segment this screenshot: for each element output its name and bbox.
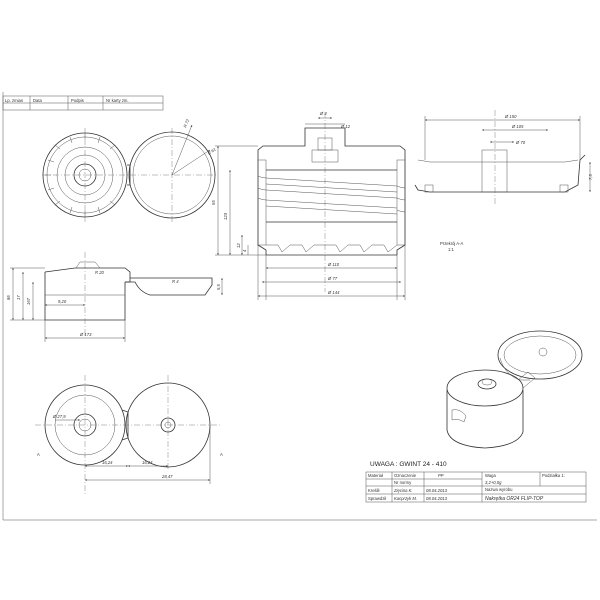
dim-d144: Ø 144: [327, 290, 340, 295]
dim-r72: R 72: [182, 118, 190, 129]
side-dim-r2: R 20: [95, 270, 105, 275]
dim-h75: 7,5: [588, 174, 593, 180]
dim-r61: R 61: [207, 147, 217, 156]
dim-h55: 55: [211, 200, 216, 205]
side-dim-h2: 17: [16, 295, 21, 300]
tb-waga-value: 3,2+0,5g: [485, 480, 502, 485]
side-dim-w1: 9,20: [58, 299, 67, 304]
tb-sprawdzil-label: Sprawdził: [368, 496, 386, 501]
tb-nr-normy-label: Nr normy: [394, 480, 412, 485]
tb-nazwa-value: Nakrętka OR24 FLIP-TOP: [485, 496, 544, 502]
dim-h12: 12: [236, 243, 241, 248]
section-mark-a-right: A: [220, 452, 223, 457]
revision-table: Lp. zmian Data Podpis Nr karty zm.: [2, 95, 164, 111]
dim-h123: 123: [223, 212, 228, 220]
bot-dim-d: Ø 27,9: [52, 414, 66, 419]
dim-d150: Ø 150: [504, 114, 517, 119]
bot-dim-w1: 16,24: [102, 460, 113, 465]
title-block: Materiał Oznaczenie PP Nr normy Waga 3,2…: [365, 471, 587, 503]
dim-d110: Ø 110: [327, 262, 340, 267]
section-label-scale: 1:1: [448, 247, 454, 252]
tb-kreslil-label: Kreślił: [368, 488, 379, 493]
dim-h4: 4: [242, 249, 247, 252]
drawing-frame: [2, 92, 597, 521]
side-dim-h3: 167: [26, 297, 31, 305]
section-label-title: Przekrój A-A: [440, 241, 463, 246]
thread-note: UWAGA : GWINT 24 - 410: [370, 461, 447, 468]
tb-sprawdzil-date: 08.04.2013: [426, 496, 448, 501]
section-mark-a-left: A: [37, 452, 40, 457]
tb-material-label: Materiał: [368, 473, 383, 478]
dim-d4: Ø 4: [319, 111, 327, 116]
side-dim-r: R 4: [172, 279, 179, 284]
tb-material-value: PP: [438, 473, 444, 478]
top-view: R 72 R 61: [42, 118, 217, 222]
side-dim-h1: 86: [6, 295, 11, 300]
bot-dim-w3: 28,47: [161, 474, 173, 479]
dim-d105: Ø 105: [511, 124, 524, 129]
side-view: 86 17 167 9,20 Ø 173 5,5 R 4 R 20: [6, 252, 223, 342]
lid-section-view: Ø 150 Ø 105 Ø 70 7,5 Przekrój A-A 1:1: [414, 110, 593, 252]
rev-header-podpis: Podpis: [71, 98, 84, 103]
tb-waga-label: Waga: [485, 473, 496, 478]
rev-header-lp: Lp. zmian: [5, 98, 24, 103]
tb-kreslil-date: 08.04.2013: [426, 488, 448, 493]
tb-sprawdzil-name: Kacprzyk M.: [394, 496, 417, 501]
dim-d70: Ø 70: [515, 140, 526, 145]
side-dim-d: Ø 173: [79, 332, 92, 337]
bot-dim-w2: 16,24: [142, 460, 153, 465]
rev-header-data: Data: [33, 98, 43, 103]
rev-header-nr-karty: Nr karty zm.: [106, 98, 129, 103]
tb-oznaczenie-label: Oznaczenie: [394, 473, 417, 478]
dim-d77: Ø 77: [327, 276, 338, 281]
tb-podzialka-label: Podziałka 1:: [542, 473, 565, 478]
isometric-view: [446, 330, 583, 449]
tb-nazwa-label: Nazwa wyrobu: [485, 487, 513, 492]
bottom-view: A A Ø 27,9 16,24 16,24 28,47: [35, 375, 223, 495]
tb-kreslil-name: Zięcina K.: [393, 488, 413, 493]
section-view-a-a: Ø 4 Ø 12 55 123 12 4 Ø 110 Ø 77 Ø 144: [211, 111, 406, 300]
dim-d12: Ø 12: [340, 124, 351, 129]
side-dim-s: 5,5: [216, 284, 221, 290]
